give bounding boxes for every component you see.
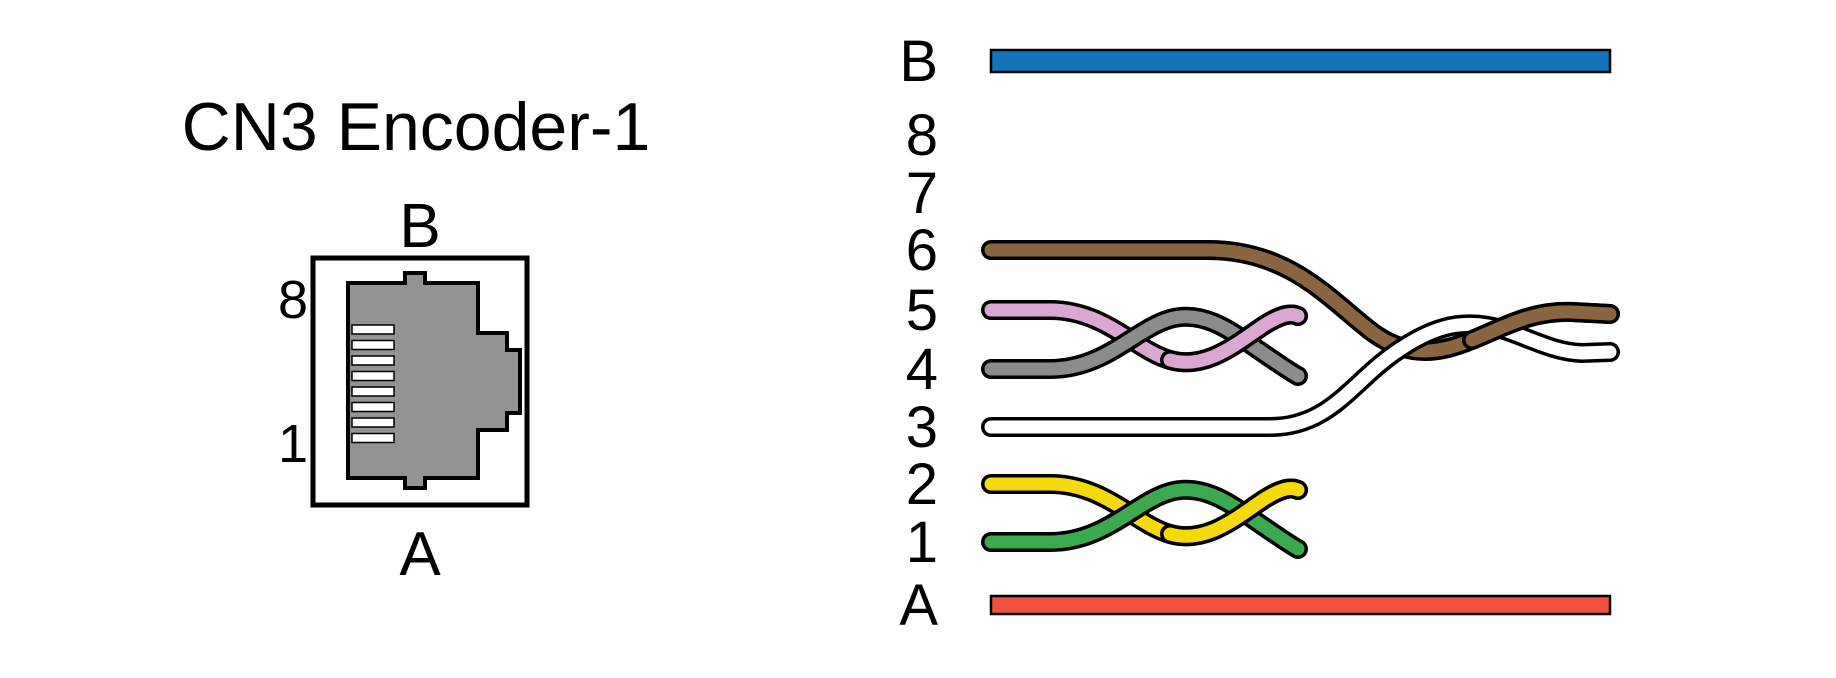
pin-row-labels: B 8 7 6 5 4 3 2 1 A (899, 29, 938, 638)
pin-label-4: 4 (906, 337, 938, 402)
pin-label-5: 5 (906, 278, 938, 343)
twisted-pair-5-4 (981, 300, 1308, 386)
wire-green (984, 483, 1305, 556)
pin-slot (351, 370, 395, 382)
pin-label-2: 2 (906, 452, 938, 517)
twisted-pair-6-3 (981, 240, 1620, 437)
wires (981, 48, 1620, 616)
pin-label-1: 1 (906, 510, 938, 575)
connector-bottom-label: A (399, 520, 441, 589)
pin-slots (351, 324, 395, 444)
wire-yellow-overlay (1163, 482, 1305, 543)
pin-slot (351, 355, 395, 366)
pin-slot (351, 417, 395, 428)
connector-drawing: B 8 1 A (278, 192, 530, 589)
pin-label-8: 8 (906, 103, 938, 168)
pin-label-3: 3 (906, 395, 938, 460)
connector-top-label: B (399, 192, 440, 261)
wire-red-bar (989, 594, 1612, 616)
pin-slot (351, 386, 395, 397)
wire-gray (984, 310, 1305, 383)
wire-pink-overlay (1163, 308, 1305, 369)
pin-slot (351, 401, 395, 413)
pin-label-7: 7 (906, 161, 938, 226)
pin-slot (351, 339, 395, 351)
twisted-pair-2-1 (981, 474, 1308, 559)
pin-slot (351, 432, 395, 444)
connector-pin8-label: 8 (278, 270, 308, 330)
wire-blue-bar (989, 48, 1612, 74)
page-title: CN3 Encoder-1 (182, 89, 651, 165)
pin-label-6: 6 (906, 218, 938, 283)
pin-label-B: B (899, 29, 938, 94)
wire-white (984, 317, 1617, 434)
pin-slot (351, 324, 395, 335)
wire-brown-overlay (1465, 305, 1617, 347)
pin-label-A: A (899, 573, 938, 638)
connector-pin1-label: 1 (278, 414, 308, 474)
